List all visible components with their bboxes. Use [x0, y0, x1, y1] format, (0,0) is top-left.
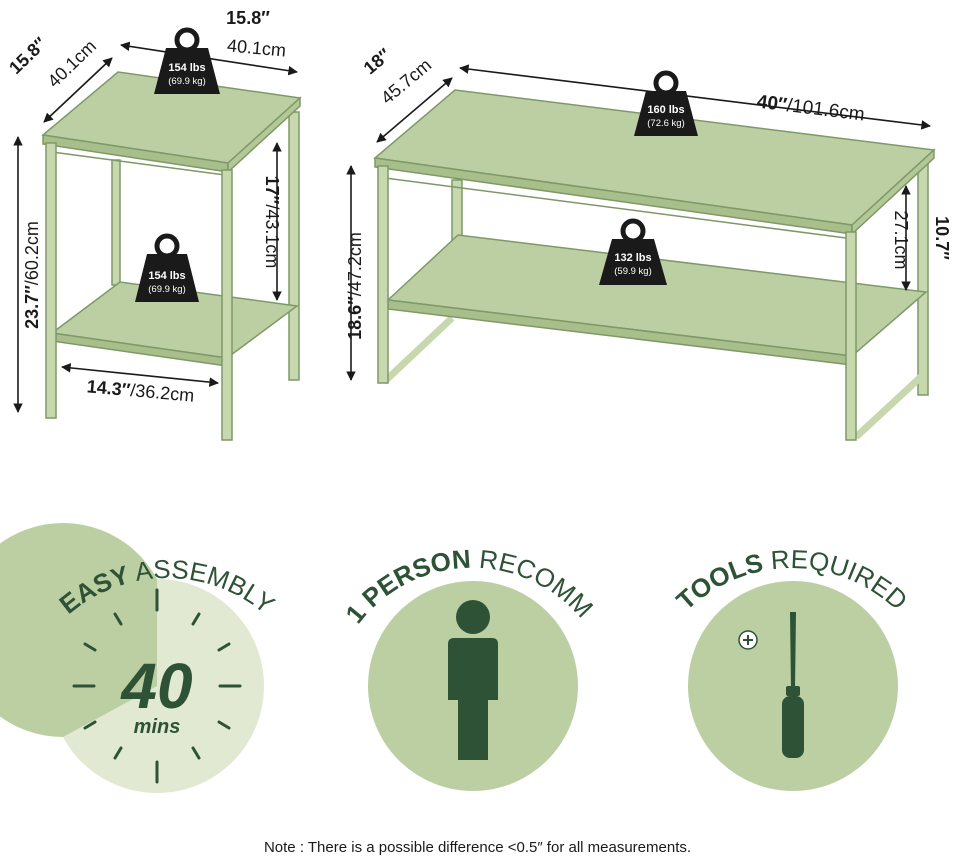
side-depth-cm-label: 40.1cm	[44, 36, 100, 91]
side-top-weight-lbs: 154 lbs	[168, 62, 205, 74]
side-top-weight-icon: 154 lbs (69.9 kg)	[154, 27, 220, 94]
measurement-note: Note : There is a possible difference <0…	[263, 839, 692, 856]
coffee-width-cm: 101.6cm	[791, 96, 866, 126]
side-shelf-width-label: 14.3″/36.2cm	[86, 376, 195, 405]
coffee-shelf-weight-kg: (59.9 kg)	[614, 266, 652, 277]
coffee-top-weight-icon: 160 lbs (72.6 kg)	[634, 70, 698, 136]
coffee-height-label: 18.6″/47.2cm	[345, 232, 365, 340]
side-width-inch-label: 15.8″	[226, 8, 270, 28]
clock-ticks	[72, 588, 242, 784]
coffee-shelf-gap-inch-label: 10.7″	[932, 216, 952, 260]
side-shelf-gap-cm: 43.1cm	[262, 209, 282, 268]
person-icon	[448, 600, 498, 760]
side-shelf-width-inch: 14.3″	[86, 376, 132, 400]
assembly-minutes-number: 40	[119, 650, 192, 722]
side-height-cm: 60.2cm	[22, 221, 42, 280]
side-height-label: 23.7″/60.2cm	[22, 221, 42, 329]
coffee-table-dimension-lines	[346, 64, 931, 381]
coffee-top-weight-lbs: 160 lbs	[647, 104, 684, 116]
side-height-inch: 23.7″	[22, 285, 42, 329]
side-top-weight-kg: (69.9 kg)	[168, 76, 206, 87]
coffee-width-inch: 40″	[756, 92, 789, 117]
coffee-shelf-weight-icon: 132 lbs (59.9 kg)	[599, 218, 667, 285]
side-shelf-weight-lbs: 154 lbs	[148, 270, 185, 282]
side-depth-inch-label: 15.8″	[5, 33, 51, 78]
tools-required-badge: TOOLS REQUIRED	[670, 544, 913, 791]
side-shelf-weight-icon: 154 lbs (69.9 kg)	[135, 233, 199, 302]
screwdriver-icon	[738, 612, 804, 758]
coffee-height-inch: 18.6″	[345, 296, 365, 340]
side-shelf-weight-kg: (69.9 kg)	[148, 284, 186, 295]
easy-assembly-badge: 40 mins EASY ASSEMBLY	[0, 523, 280, 793]
coffee-width-label: 40″/101.6cm	[756, 92, 866, 126]
assembly-minutes-unit: mins	[134, 716, 181, 738]
coffee-depth-inch-label: 18″	[360, 44, 395, 78]
side-width-cm-label: 40.1cm	[226, 35, 287, 60]
side-shelf-gap-inch: 17″	[262, 176, 282, 205]
side-shelf-width-cm: 36.2cm	[134, 381, 195, 406]
coffee-shelf-weight-lbs: 132 lbs	[614, 252, 651, 264]
coffee-height-cm: 47.2cm	[345, 232, 365, 291]
side-shelf-gap-label: 17″/43.1cm	[262, 176, 282, 269]
coffee-top-weight-kg: (72.6 kg)	[647, 118, 685, 129]
coffee-shelf-gap-cm-label: 27.1cm	[891, 210, 911, 269]
